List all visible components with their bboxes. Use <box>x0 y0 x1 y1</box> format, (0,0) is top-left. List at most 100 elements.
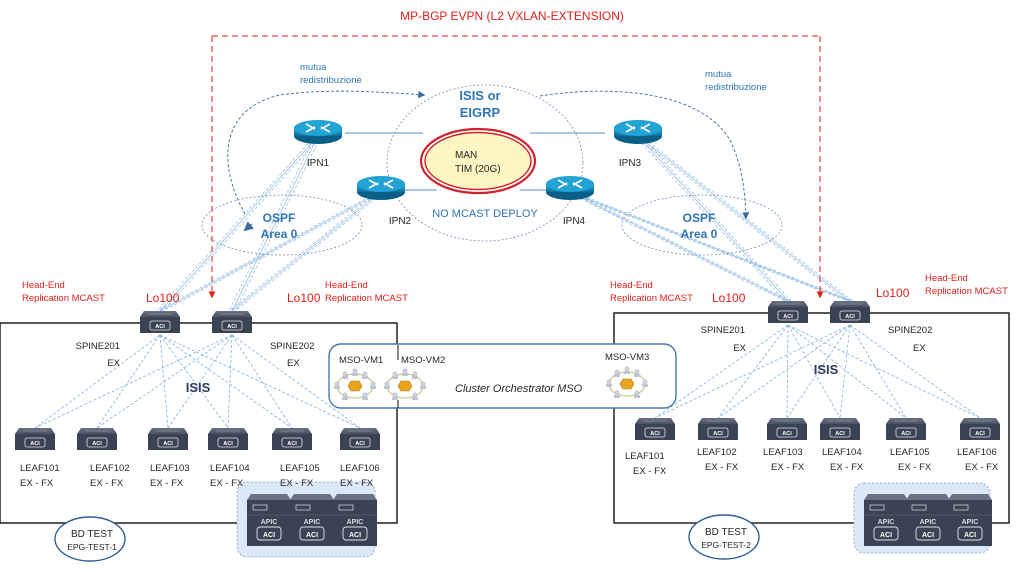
site1-spine-leaf-link <box>231 334 293 429</box>
site1-leaf-name-3: LEAF103 <box>150 463 190 474</box>
aci-badge-frame <box>707 427 729 438</box>
site1-loopback-label-1: Lo100 <box>146 291 180 305</box>
apic-drive-slot <box>911 504 927 511</box>
apic-label: APIC <box>920 519 937 526</box>
man-ring-inner <box>424 131 532 191</box>
mso-person-icon <box>352 368 358 374</box>
site1-spine-leaf-link <box>96 334 233 429</box>
mso-core-icon <box>397 380 413 392</box>
aci-badge-text: ACI <box>287 441 297 447</box>
mso-person-body <box>342 397 348 400</box>
router-top <box>357 176 405 192</box>
router-ipn4 <box>546 176 594 200</box>
site1-ipn-spine-link <box>156 135 316 312</box>
aci-badge-text: ACI <box>306 532 318 539</box>
router-arrows-icon <box>557 179 583 189</box>
site1-leaf-name-2: LEAF102 <box>90 463 130 474</box>
aci-badge-frame <box>149 320 171 331</box>
site1-spine-name-1: SPINE201 <box>76 341 120 352</box>
site1-spine-name-2: SPINE202 <box>270 341 314 352</box>
site1-leaf-leaf105-icon: ACI <box>272 428 312 450</box>
site2-leaf-name-1: LEAF101 <box>625 451 665 462</box>
site2-leaf-name-2: LEAF102 <box>697 447 737 458</box>
site1-spine-leaf-link <box>231 334 361 429</box>
site1-epg-label: EPG-TEST-1 <box>67 542 117 552</box>
site2-spine-name-1: SPINE201 <box>701 325 745 336</box>
site2-leaf-model-3: EX - FX <box>771 462 805 473</box>
router-arrow-lines <box>625 123 651 133</box>
site2-leaf-leaf102-icon: ACI <box>698 418 738 440</box>
apic-drive-slot <box>953 504 969 511</box>
site1-head-end_right-1: Head-End <box>325 280 368 291</box>
site2-ospf-label-2: Area 0 <box>681 227 718 241</box>
mso-person-icon <box>420 381 426 387</box>
redistribution-right-arrow <box>539 90 750 220</box>
mso-person-body <box>334 386 340 389</box>
site1-ipn-spine-link <box>234 135 322 312</box>
site1-spine-leaf-link <box>159 334 229 429</box>
mso-vm3-label: MSO-VM3 <box>605 352 649 363</box>
mso-person-body <box>342 376 348 379</box>
site2-ipn-spine-link <box>640 135 792 302</box>
aci-badge-frame <box>24 437 46 448</box>
mso-person-icon <box>614 369 620 375</box>
aci-badge-frame <box>299 526 325 541</box>
site2-leaf-model-4: EX - FX <box>830 462 864 473</box>
aci-badge-text: ACI <box>92 441 102 447</box>
site2-apic-2-icon: APIC ACI <box>906 494 950 546</box>
site1-spine-leaf-link <box>167 334 233 429</box>
mso-person-body <box>412 376 418 379</box>
mso-person-body <box>642 384 648 387</box>
site2-ipn-spine-link <box>637 135 851 302</box>
site1-spine-spine202-icon: ACI <box>212 311 252 333</box>
site2-ipn-spine-link <box>566 191 786 302</box>
aci-badge-text: ACI <box>845 314 855 320</box>
router-arrows-icon <box>305 123 331 133</box>
aci-badge-frame <box>969 427 991 438</box>
site2-spine-leaf-link <box>654 324 851 419</box>
core-protocol-label-2: EIGRP <box>460 105 501 120</box>
aci-badge-frame <box>256 526 282 541</box>
router-arrows-icon <box>368 179 394 189</box>
apic-label: APIC <box>878 519 895 526</box>
mso-person-icon <box>384 381 390 387</box>
mso-person-icon <box>634 390 640 396</box>
site2-leaf-leaf104-icon: ACI <box>820 418 860 440</box>
site2-spine-name-2: SPINE202 <box>888 325 932 336</box>
aci-badge-text: ACI <box>922 532 934 539</box>
apic-top <box>906 494 950 500</box>
site1-leaf-leaf103-icon: ACI <box>148 428 188 450</box>
site1-leaf-leaf104-icon: ACI <box>208 428 248 450</box>
site2-leaf-name-5: LEAF105 <box>890 447 930 458</box>
man-label-1: MAN <box>455 150 477 161</box>
aci-badge-text: ACI <box>355 441 365 447</box>
mso-person-body <box>412 397 418 400</box>
site1-leaf-model-5: EX - FX <box>280 478 314 489</box>
aci-badge-frame <box>349 437 371 448</box>
site2-head-end_right-2: Replication MCAST <box>925 286 1008 297</box>
mso-person-icon <box>624 366 630 372</box>
site1-leaf-name-5: LEAF105 <box>280 463 320 474</box>
site2-fabric-protocol-label: ISIS <box>814 362 839 377</box>
site1-ipn-spine-link <box>156 191 379 312</box>
mso-person-body <box>352 373 358 376</box>
mso-vm1-icon <box>334 368 376 400</box>
mso-person-icon <box>342 371 348 377</box>
mso-person-body <box>370 386 376 389</box>
site2-ipn-spine-link <box>634 135 786 302</box>
site1-spine-model-2: EX <box>287 358 300 369</box>
site2-leaf-model-6: EX - FX <box>965 462 999 473</box>
site1-ipn-spine-link <box>231 191 382 312</box>
site2-head-end_left-2: Replication MCAST <box>610 293 693 304</box>
aci-badge-text: ACI <box>835 431 845 437</box>
isis-eigrp-domain <box>386 84 584 242</box>
mso-person-icon <box>614 390 620 396</box>
router-label-ipn4: IPN4 <box>563 216 586 227</box>
aci-badge-frame <box>839 310 861 321</box>
site2-spine-leaf-link <box>654 324 789 419</box>
aci-badge-text: ACI <box>227 324 237 330</box>
aci-badge-frame <box>915 526 941 541</box>
mso-cluster-label: Cluster Orchestrator MSO <box>455 383 583 395</box>
